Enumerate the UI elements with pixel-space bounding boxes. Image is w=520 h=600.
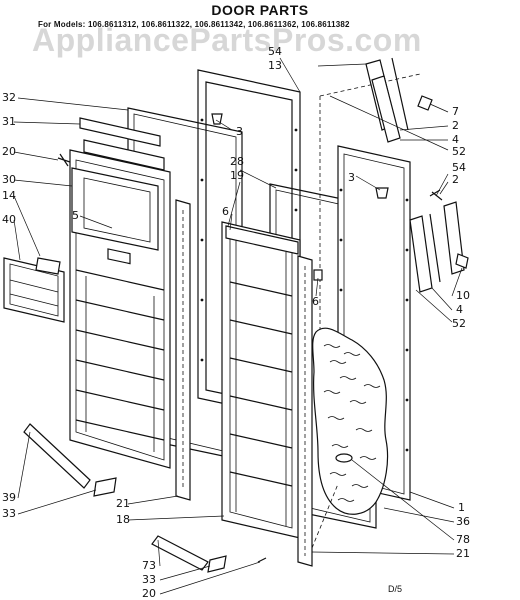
callout-2: 2 — [452, 119, 459, 132]
callout-78: 78 — [456, 533, 470, 546]
freezer-door-liner-30 — [69, 149, 171, 469]
callout-52: 52 — [452, 145, 466, 158]
callout-31: 31 — [2, 115, 16, 128]
leader-lines — [13, 57, 463, 595]
callout-33: 33 — [2, 507, 16, 520]
freezer-top-trim-31 — [79, 117, 165, 171]
shelf-rail-40 — [3, 257, 65, 323]
callout-2: 2 — [452, 173, 459, 186]
callout-28: 28 — [230, 155, 244, 168]
callout-30: 30 — [2, 173, 16, 186]
callout-4: 4 — [452, 133, 459, 146]
callout-7: 7 — [452, 105, 459, 118]
fresh-food-kick-plate-73 — [151, 535, 267, 573]
callout-39: 39 — [2, 491, 16, 504]
page-number: D/5 — [388, 584, 403, 594]
callout-21: 21 — [456, 547, 470, 560]
door-outline-dashed — [311, 73, 421, 549]
small-fasteners — [57, 113, 443, 463]
freezer-door-strip-21 — [175, 199, 191, 501]
callout-52: 52 — [452, 317, 466, 330]
callout-3: 3 — [236, 125, 243, 138]
callout-32: 32 — [2, 91, 16, 104]
callout-13: 13 — [268, 59, 282, 72]
callout-40: 40 — [2, 213, 16, 226]
callout-20: 20 — [2, 145, 16, 158]
fresh-food-door-strip-21 — [297, 255, 313, 567]
callout-6: 6 — [312, 295, 319, 308]
door-insulation-36 — [312, 327, 389, 515]
callout-19: 19 — [230, 169, 244, 182]
callout-3: 3 — [348, 171, 355, 184]
callout-33: 33 — [142, 573, 156, 586]
model-list: For Models: 106.8611312, 106.8611322, 10… — [38, 20, 350, 29]
callout-54: 54 — [452, 161, 466, 174]
callout-36: 36 — [456, 515, 470, 528]
page-title: DOOR PARTS — [211, 2, 309, 18]
callout-21: 21 — [116, 497, 130, 510]
callout-4: 4 — [456, 303, 463, 316]
freezer-kick-plate-39 — [23, 423, 117, 497]
fresh-food-handle-assembly — [409, 201, 469, 293]
callout-10: 10 — [456, 289, 470, 302]
callout-5: 5 — [72, 209, 79, 222]
callout-54: 54 — [268, 45, 282, 58]
callout-6: 6 — [222, 205, 229, 218]
callout-14: 14 — [2, 189, 16, 202]
fresh-food-door-liner-18 — [221, 221, 301, 539]
callout-73: 73 — [142, 559, 156, 572]
callout-18: 18 — [116, 513, 130, 526]
freezer-handle-assembly — [365, 57, 433, 143]
callout-20: 20 — [142, 587, 156, 600]
callout-1: 1 — [458, 501, 465, 514]
watermark: AppliancePartsPros.com — [32, 22, 422, 58]
